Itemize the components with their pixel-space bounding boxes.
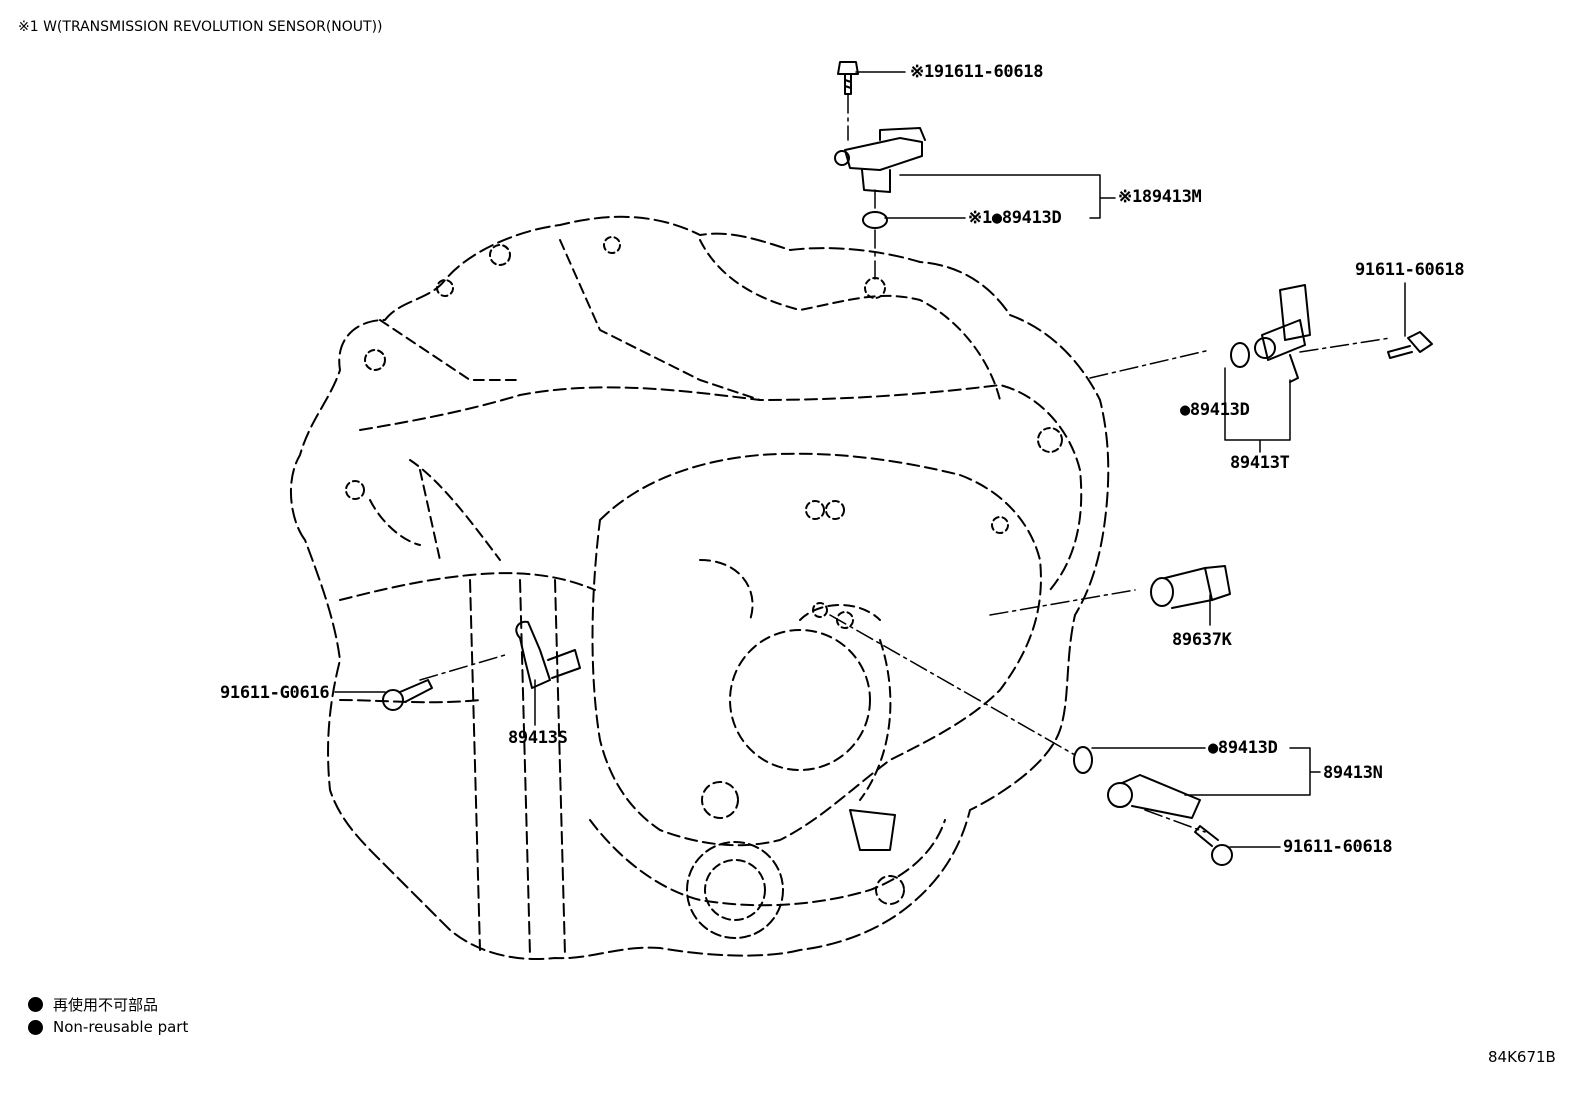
part-oring-right [1230,342,1250,368]
callout-oring-top[interactable]: ※1●89413D [968,208,1062,228]
callout-sensor-nout[interactable]: ※189413M [1118,187,1202,207]
part-bolt-lower [1194,825,1233,866]
part-sensor-nout [834,127,926,193]
legend-en-row: Non-reusable part [28,1018,188,1036]
install-line-k [989,589,1136,616]
legend-jp-text: 再使用不可部品 [53,996,159,1014]
part-oring-top [862,211,888,229]
boss-11 [836,611,854,629]
non-reusable-dot-icon [28,1019,43,1035]
part-sensor-t [1254,284,1311,383]
leader-oring-right [1224,367,1291,453]
boss-10 [812,602,828,618]
boss-8 [805,500,825,520]
boss-13 [875,875,905,905]
non-reusable-dot-icon [28,997,43,1012]
drain-plug-outer [686,841,784,939]
drain-plug-inner [704,859,766,921]
boss-1 [436,279,454,297]
leader-sensor-nout [899,174,1116,219]
part-bolt-top [837,61,859,95]
callout-bolt-left[interactable]: 91611-G0616 [220,683,330,703]
case-inner-contour [359,384,1083,591]
boss-4 [364,349,386,371]
callout-bolt-top[interactable]: ※191611-60618 [910,62,1044,82]
boss-12 [701,781,739,819]
install-line-n [829,614,1206,833]
part-switch-k [1150,565,1231,609]
part-bolt-right [1387,331,1433,359]
output-pipe [849,809,896,851]
leader-sensor-n [1184,747,1321,796]
install-line-top [847,94,876,281]
case-top-ribs [379,239,1001,401]
callout-bolt-right[interactable]: 91611-60618 [1355,260,1465,280]
install-line-right [1089,337,1391,379]
callout-sensor-t[interactable]: 89413T [1230,453,1290,473]
callout-bolt-lower[interactable]: 91611-60618 [1283,837,1393,857]
header-note: ※1 W(TRANSMISSION REVOLUTION SENSOR(NOUT… [18,19,383,35]
part-sensor-n [1107,774,1201,819]
boss-2 [489,244,511,266]
part-sensor-s [515,620,581,689]
boss-3 [603,236,621,254]
case-front-face [591,452,1042,847]
figure-code: 84K671B [1488,1048,1556,1066]
transmission-housing-outline [289,215,1110,961]
legend-en-text: Non-reusable part [53,1018,189,1036]
callout-switch-k[interactable]: 89637K [1172,630,1232,650]
callout-oring-lower[interactable]: ●89413D [1208,738,1278,758]
boss-5 [345,480,365,500]
part-oring-lower [1073,746,1093,774]
boss-6 [1037,427,1063,453]
callout-sensor-s[interactable]: 89413S [508,728,568,748]
boss-7 [991,516,1009,534]
part-bolt-left [382,679,433,711]
oil-pan-bottom [589,819,946,907]
callout-oring-right[interactable]: ●89413D [1180,400,1250,420]
callout-sensor-n[interactable]: 89413N [1323,763,1383,783]
install-line-s [419,654,506,681]
case-side-ribs [369,459,892,801]
bellhousing-contour [339,572,596,956]
legend-jp-row: 再使用不可部品 [28,994,158,1015]
boss-9 [825,500,845,520]
output-shaft-seal [729,629,871,771]
